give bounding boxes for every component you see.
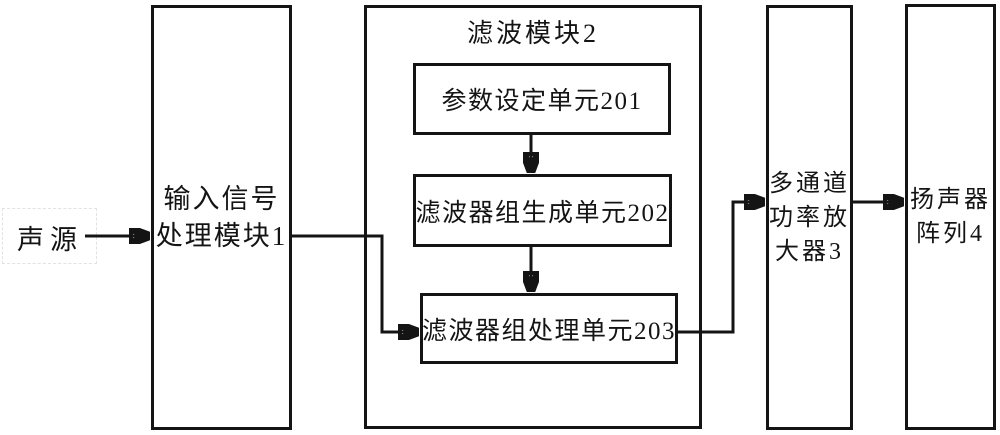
filterbank-processing-unit-label: 滤波器组处理单元203 bbox=[422, 317, 677, 345]
input-signal-module-box: 输入信号 处理模块1 bbox=[151, 5, 292, 430]
input-signal-module-label-line1: 输入信号 bbox=[163, 183, 280, 214]
param-setting-unit-box: 参数设定单元201 bbox=[413, 63, 671, 135]
source-label: 声源 bbox=[17, 225, 83, 255]
filterbank-generation-unit-box: 滤波器组生成单元202 bbox=[413, 174, 672, 247]
amplifier-box: 多通道 功率放 大器3 bbox=[766, 5, 853, 430]
input-signal-module-label-line2: 处理模块1 bbox=[155, 220, 288, 251]
speaker-array-label-line1: 扬声器 bbox=[910, 187, 991, 213]
speaker-array-label-line2: 阵列4 bbox=[916, 221, 985, 247]
speaker-array-box: 扬声器 阵列4 bbox=[905, 4, 996, 430]
amplifier-label-line3: 大器3 bbox=[775, 238, 844, 265]
filter-module-title: 滤波模块2 bbox=[466, 19, 599, 48]
param-setting-unit-label: 参数设定单元201 bbox=[441, 88, 643, 115]
amplifier-label-line1: 多通道 bbox=[769, 170, 850, 197]
filterbank-processing-unit-box: 滤波器组处理单元203 bbox=[420, 293, 678, 364]
filterbank-generation-unit-label: 滤波器组生成单元202 bbox=[415, 199, 670, 227]
amplifier-label-line2: 功率放 bbox=[769, 204, 850, 231]
